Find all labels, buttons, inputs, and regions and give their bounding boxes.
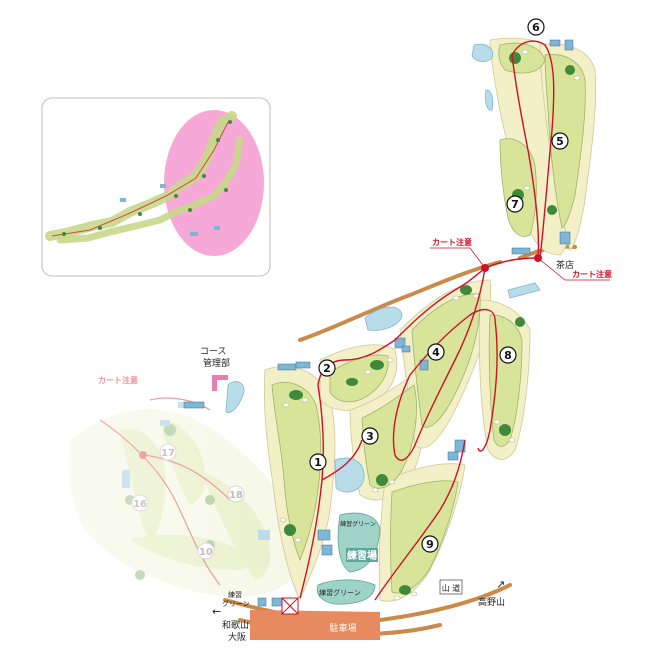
cart-caution-label-faded: カート注意 [98, 375, 138, 385]
hole-8-label: 8 [504, 349, 512, 362]
practice-range-label: 練習場 [347, 549, 377, 562]
course-office-marker [212, 375, 228, 391]
cart-path [299, 40, 555, 601]
direction-arrow-left-icon: ← [212, 605, 221, 618]
koyasan-label: 高野山 [478, 596, 505, 608]
practice-green-left-label-2: グリーン [222, 599, 250, 608]
hole-1-label: 1 [314, 456, 322, 469]
hole-9-label: 9 [426, 538, 434, 551]
hole-3-label: 3 [366, 430, 374, 443]
hole-markers [309, 18, 569, 553]
parking-lot [250, 610, 380, 640]
bunkers [279, 49, 581, 601]
water-hazards [225, 43, 541, 493]
hole-2-label: 2 [323, 362, 331, 375]
direction-arrow-right-icon: ↗ [496, 578, 505, 591]
greens [284, 52, 575, 595]
practice-green-label: 練習グリーン [319, 588, 361, 597]
practice-green-small-label: 練習グリーン [340, 520, 376, 528]
wakayama-label: 和歌山 [222, 619, 249, 631]
osaka-label: 大阪 [228, 631, 246, 643]
practice-green-left-label-1: 練習 [228, 590, 242, 599]
overview-inset [41, 97, 271, 277]
callout-lines [430, 247, 610, 281]
course-office-label-line2: 管理部 [203, 357, 230, 369]
cart-caution-label-right: カート注意 [572, 269, 612, 279]
hole-6-label: 6 [532, 21, 540, 34]
teahouse-label: 茶店 [556, 259, 574, 271]
parking-label: 駐車場 [329, 622, 356, 634]
hole-4-label: 4 [432, 346, 440, 359]
hole-7-label: 7 [511, 198, 519, 211]
buildings [183, 39, 574, 607]
cart-caution-label-left: カート注意 [432, 237, 472, 247]
hole-5-label: 5 [556, 135, 564, 148]
course-office-label-line1: コース [200, 347, 227, 357]
mountain-road-label: 山 道 [442, 583, 461, 593]
practice-green-area [316, 579, 376, 605]
